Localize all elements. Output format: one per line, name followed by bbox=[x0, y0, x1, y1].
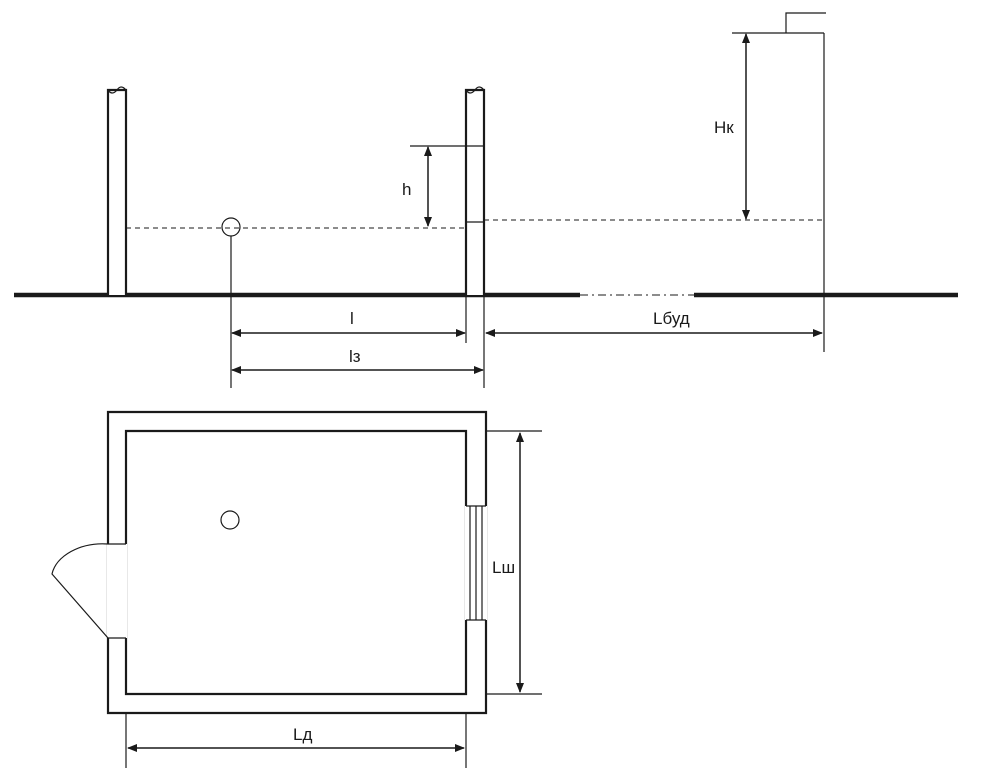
window-wall-section bbox=[464, 88, 486, 295]
hk-label: Нк bbox=[714, 118, 734, 137]
h-label: h bbox=[402, 180, 411, 199]
lbud-label: Lбуд bbox=[653, 309, 690, 328]
door-opening-cover bbox=[107, 544, 127, 638]
left-wall-section bbox=[106, 88, 128, 295]
left-wall-break bbox=[107, 86, 127, 94]
window-wall-break bbox=[465, 86, 485, 94]
building-parapet bbox=[785, 12, 826, 34]
lsh-label: Lш bbox=[492, 558, 515, 577]
plan-work-point-marker bbox=[220, 510, 240, 530]
plan-view: Lш Lд bbox=[51, 410, 542, 768]
room-outer-wall bbox=[106, 410, 488, 715]
work-point-marker bbox=[221, 217, 241, 237]
l-label: l bbox=[350, 309, 354, 328]
ld-label: Lд bbox=[293, 725, 312, 744]
l3-label: lз bbox=[349, 347, 361, 366]
door-leaf-swing bbox=[51, 543, 109, 639]
elevation-view: h Нк l lз Lбуд bbox=[14, 12, 958, 388]
